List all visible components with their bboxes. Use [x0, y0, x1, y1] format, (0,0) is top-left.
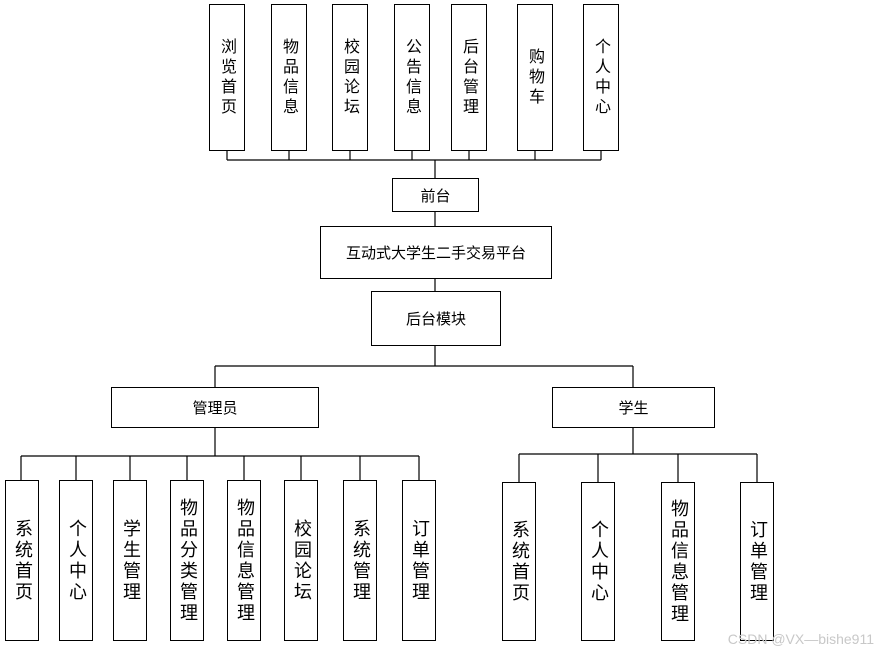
- watermark: CSDN @VX—bishe911: [727, 631, 874, 647]
- admin-item-order-management: 订单管理: [402, 480, 436, 641]
- admin-item-category-management: 物品分类管理: [170, 480, 204, 641]
- admin-item-goods-management: 物品信息管理: [227, 480, 261, 641]
- front-item-shopping-cart: 购物车: [517, 4, 553, 151]
- student-item-order-management: 订单管理: [740, 482, 774, 641]
- backend-node: 后台模块: [371, 291, 501, 346]
- root-node: 互动式大学生二手交易平台: [320, 226, 552, 279]
- student-node: 学生: [552, 387, 715, 428]
- admin-item-system-home: 系统首页: [5, 480, 39, 641]
- admin-item-system-management: 系统管理: [343, 480, 377, 641]
- front-item-browse-home: 浏览首页: [209, 4, 245, 151]
- front-item-personal-center: 个人中心: [583, 4, 619, 151]
- student-item-personal-center: 个人中心: [581, 482, 615, 641]
- front-item-campus-forum: 校园论坛: [332, 4, 368, 151]
- admin-node: 管理员: [111, 387, 319, 428]
- front-item-admin-entry: 后台管理: [451, 4, 487, 151]
- admin-item-personal-center: 个人中心: [59, 480, 93, 641]
- admin-item-student-management: 学生管理: [113, 480, 147, 641]
- admin-item-campus-forum: 校园论坛: [284, 480, 318, 641]
- front-node: 前台: [392, 178, 479, 212]
- student-item-goods-management: 物品信息管理: [661, 482, 695, 641]
- front-item-goods-info: 物品信息: [271, 4, 307, 151]
- student-item-system-home: 系统首页: [502, 482, 536, 641]
- front-item-announcements: 公告信息: [394, 4, 430, 151]
